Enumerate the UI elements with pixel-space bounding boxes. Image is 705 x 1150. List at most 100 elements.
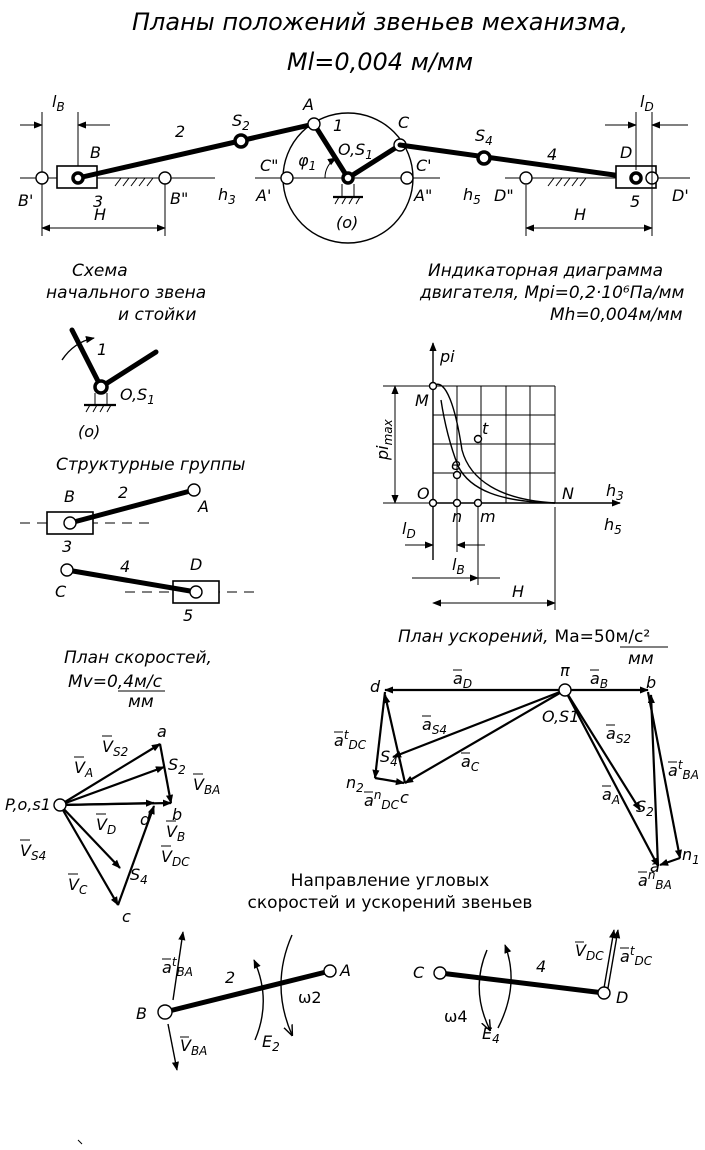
initial-pivot bbox=[93, 379, 109, 395]
angular-e2-arc bbox=[253, 959, 264, 1041]
acceleration-plan: План ускорений,Ma=50м/с² мм π O,S1 d b c… bbox=[334, 627, 700, 892]
label-h-right: H bbox=[574, 205, 586, 224]
indicator-label-lb: lB bbox=[452, 555, 465, 577]
accel-label-d: d bbox=[370, 677, 381, 696]
crank-link-1 bbox=[311, 121, 351, 181]
structural-joint-c bbox=[60, 563, 74, 577]
velocity-title-2c: мм bbox=[128, 692, 154, 712]
pivot-o bbox=[341, 171, 355, 185]
accel-as2 bbox=[564, 689, 641, 811]
position-plan: lB H bbox=[18, 92, 690, 244]
label-s2: S2 bbox=[232, 111, 250, 133]
label-ld: lD bbox=[640, 92, 654, 114]
indicator-label-n: N bbox=[562, 484, 574, 503]
velocity-plan: План скоростей, Mv=0,4м/с мм P,o,s1 a b … bbox=[5, 648, 220, 926]
indicator-point-n bbox=[452, 498, 462, 508]
label-a: A bbox=[302, 95, 314, 114]
velocity-vector-bars bbox=[20, 735, 203, 875]
angular-label-b: B bbox=[136, 1004, 147, 1023]
indicator-label-pimax: pimax bbox=[373, 418, 395, 461]
angular-e4-arc bbox=[497, 944, 512, 1029]
structural-title: Структурные группы bbox=[56, 455, 245, 475]
indicator-curve-compression bbox=[440, 399, 556, 504]
label-a2: A" bbox=[413, 186, 432, 205]
initial-crank-arm-2 bbox=[98, 349, 159, 390]
initial-crank-arm bbox=[69, 327, 104, 390]
angular-at-ba-vector bbox=[172, 931, 186, 1001]
velocity-vs4 bbox=[59, 804, 121, 869]
angular-label-vba: VBA bbox=[180, 1036, 207, 1058]
accel-title: План ускорений,Ma=50м/с² bbox=[398, 627, 650, 647]
structural-label-c: C bbox=[55, 582, 67, 601]
velocity-label-p: P,o,s1 bbox=[5, 795, 51, 814]
indicator-point-t bbox=[473, 434, 483, 444]
indicator-label-o: O bbox=[417, 484, 430, 503]
accel-aa bbox=[564, 689, 659, 867]
velocity-va bbox=[59, 743, 161, 806]
label-phi: φ1 bbox=[298, 151, 316, 173]
initial-title-1: Схема bbox=[72, 261, 128, 281]
pivot-support bbox=[333, 184, 363, 205]
label-h5: h5 bbox=[463, 185, 481, 207]
angular-label-e2: E2 bbox=[262, 1032, 280, 1054]
stray-mark bbox=[77, 1139, 83, 1145]
velocity-pole bbox=[53, 798, 67, 812]
angular-vba-vector bbox=[167, 1023, 179, 1071]
angular-title-1: Направление угловых bbox=[291, 871, 490, 891]
angular-joint-c bbox=[433, 966, 447, 980]
indicator-label-t: t bbox=[482, 419, 489, 438]
angular-label-4: 4 bbox=[536, 957, 546, 976]
angular-link-2 bbox=[162, 968, 333, 1015]
crank-link-1b bbox=[345, 142, 403, 181]
angular-link-4 bbox=[437, 970, 607, 996]
ground-hatch-d bbox=[547, 177, 587, 187]
structural-label-b: B bbox=[64, 487, 75, 506]
accel-label-s2: S2 bbox=[636, 797, 654, 819]
angular-w2-arc bbox=[280, 934, 292, 1035]
velocity-label-b: b bbox=[172, 805, 182, 824]
structural-label-d: D bbox=[190, 555, 202, 574]
joint-d bbox=[629, 171, 643, 185]
indicator-label-pi: pi bbox=[439, 347, 455, 366]
sheet-title: Планы положений звеньев механизма, Ml=0,… bbox=[132, 8, 628, 76]
initial-title-3: и стойки bbox=[118, 305, 196, 325]
label-5: 5 bbox=[630, 192, 640, 211]
joint-d2 bbox=[519, 171, 533, 185]
velocity-label-vba: VBA bbox=[193, 775, 220, 797]
point-s4 bbox=[476, 150, 492, 166]
accel-label-at-ba: atBA bbox=[668, 758, 699, 782]
velocity-label-vdc: VDC bbox=[161, 847, 190, 869]
joint-a2 bbox=[400, 171, 414, 185]
angular-joint-b bbox=[157, 1004, 173, 1020]
label-b1: B' bbox=[18, 191, 33, 210]
accel-n2-c bbox=[374, 776, 405, 786]
velocity-label-a: a bbox=[157, 722, 167, 741]
label-d1: D' bbox=[672, 186, 689, 205]
label-o: (o) bbox=[336, 213, 358, 232]
indicator-label-e: e bbox=[451, 455, 461, 474]
accel-label-b: b bbox=[646, 673, 656, 692]
initial-support bbox=[84, 393, 116, 413]
accel-label-at-dc: atDC bbox=[334, 728, 367, 752]
accel-label-n1: n1 bbox=[682, 845, 700, 867]
accel-vector-bars bbox=[334, 669, 677, 873]
link-4 bbox=[397, 142, 639, 181]
accel-at-dc bbox=[383, 694, 407, 784]
velocity-vba bbox=[158, 743, 174, 804]
accel-label-n2: n2 bbox=[346, 773, 364, 795]
velocity-label-vd: VD bbox=[96, 815, 116, 837]
accel-pole bbox=[558, 683, 572, 697]
velocity-label-d: d bbox=[140, 810, 151, 829]
accel-label-pi: π bbox=[560, 661, 570, 680]
structural-label-3: 3 bbox=[62, 537, 72, 556]
indicator-label-m: M bbox=[415, 391, 429, 410]
accel-n1-a bbox=[659, 856, 681, 867]
label-h3: h3 bbox=[218, 185, 236, 207]
angular-label-w4: ω4 bbox=[444, 1007, 468, 1026]
angular-vector-bars bbox=[162, 941, 629, 1038]
structural-label-2: 2 bbox=[118, 483, 128, 502]
accel-label-aa: aA bbox=[602, 785, 620, 807]
link-2 bbox=[75, 121, 317, 181]
initial-label-o: (o) bbox=[78, 422, 100, 441]
angular-at-dc-vector bbox=[607, 929, 621, 989]
